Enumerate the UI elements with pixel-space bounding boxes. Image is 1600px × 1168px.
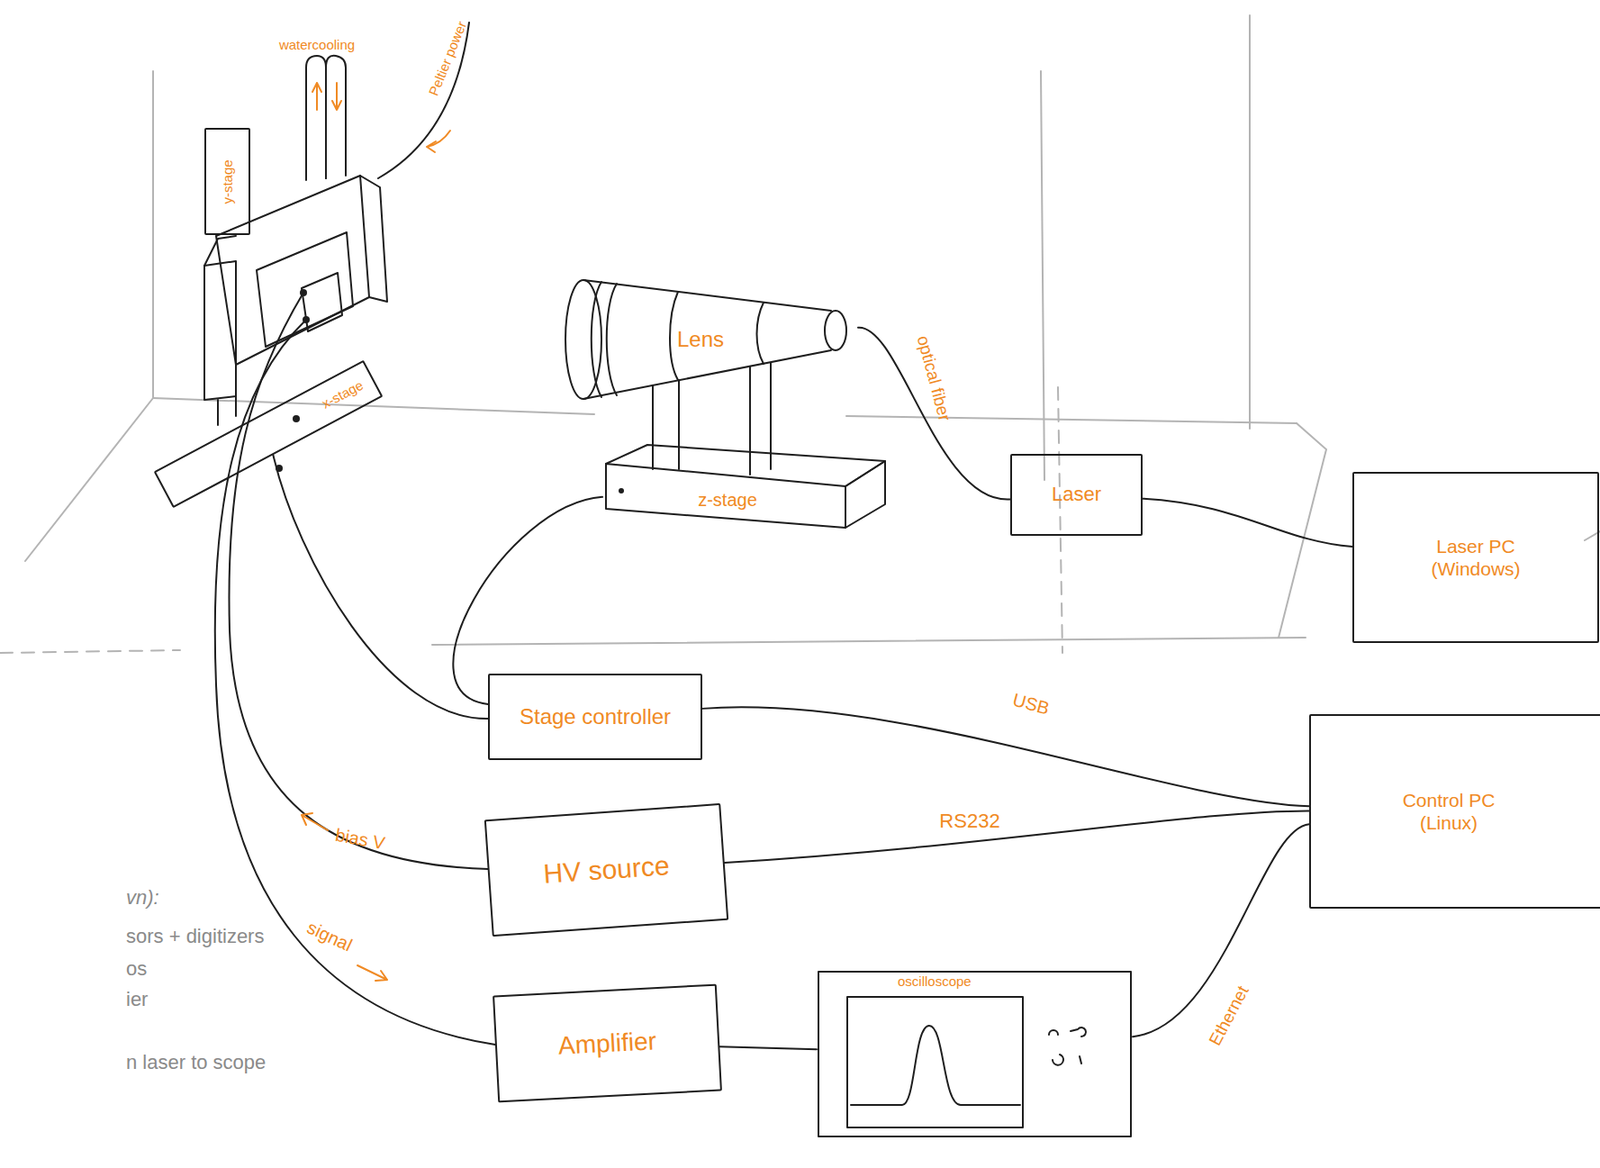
cable-connector bbox=[272, 454, 489, 719]
note-text: n laser to scope bbox=[126, 1050, 266, 1074]
node-label: Stage controller bbox=[519, 704, 671, 731]
lens-nose bbox=[824, 310, 847, 351]
equipment-box: Stage controller bbox=[488, 673, 703, 760]
cable-connector bbox=[858, 327, 1011, 500]
cable-label: optical fiber bbox=[912, 333, 955, 424]
wall-line bbox=[152, 71, 154, 398]
scope-knobs bbox=[1048, 1027, 1086, 1066]
signal-arrow bbox=[357, 965, 388, 981]
node-label: y-stage bbox=[219, 159, 236, 204]
node-label: Lens bbox=[677, 326, 724, 353]
node-label: Control PC (Linux) bbox=[1390, 788, 1508, 834]
oscilloscope-box: oscilloscope bbox=[816, 969, 1133, 1139]
equipment-box: HV source bbox=[484, 803, 729, 937]
room-lines bbox=[0, 15, 1600, 653]
cooling-plate-side bbox=[360, 175, 388, 302]
table-back-edge bbox=[153, 397, 595, 415]
cable-connector bbox=[719, 1046, 817, 1049]
bias-arrow bbox=[301, 813, 328, 831]
scope-case bbox=[818, 971, 1131, 1137]
lens-ring bbox=[591, 281, 617, 398]
sensor-frame bbox=[256, 232, 353, 347]
cable-connector bbox=[1132, 823, 1310, 1037]
scope-screen bbox=[847, 996, 1023, 1128]
stage-top bbox=[605, 444, 886, 487]
water-in-arrow bbox=[312, 82, 322, 110]
stage-block: z-stage bbox=[602, 441, 889, 532]
support-post bbox=[217, 396, 236, 425]
node-label: z-stage bbox=[697, 488, 758, 511]
wire-contacts bbox=[275, 289, 624, 494]
flow-arrows bbox=[301, 82, 451, 981]
table-front-edge bbox=[432, 637, 1306, 645]
contact-dot bbox=[292, 415, 300, 423]
lens-ring bbox=[669, 291, 764, 380]
equipment-box: Amplifier bbox=[492, 984, 723, 1103]
part-label: watercooling bbox=[279, 36, 355, 53]
cable-label: Ethernet bbox=[1204, 982, 1253, 1049]
bias-wire bbox=[228, 292, 489, 869]
cable-label: USB bbox=[1010, 689, 1052, 720]
node-label: Laser PC (Windows) bbox=[1417, 534, 1535, 580]
node-outline bbox=[602, 441, 889, 532]
cable-connector bbox=[724, 810, 1310, 863]
stage-box: y-stage bbox=[204, 127, 251, 236]
lens-stand bbox=[652, 362, 771, 475]
wall-line bbox=[25, 397, 154, 561]
node-label: oscilloscope bbox=[897, 973, 972, 990]
note-text: ier bbox=[126, 987, 148, 1011]
lens-cylinder: Lens bbox=[560, 275, 859, 404]
note-text: sors + digitizers bbox=[126, 924, 264, 948]
contact-dot bbox=[618, 488, 624, 494]
water-out-arrow bbox=[332, 82, 342, 110]
node-label: Laser bbox=[1051, 482, 1102, 507]
clamp-block-top bbox=[204, 235, 236, 266]
stage-bar: x-stage bbox=[153, 360, 384, 509]
signal-label: bias V bbox=[334, 824, 388, 854]
water-tube bbox=[306, 55, 326, 181]
cable-connector bbox=[1142, 498, 1353, 547]
cable-label: RS232 bbox=[939, 809, 1000, 832]
node-label: HV source bbox=[542, 849, 670, 891]
note-text: vn): bbox=[126, 885, 160, 909]
wall-line bbox=[1248, 15, 1251, 429]
stage-side bbox=[845, 461, 886, 528]
node-outline bbox=[816, 969, 1133, 1139]
equipment-box: Laser bbox=[1010, 453, 1143, 536]
lens-body bbox=[583, 280, 832, 399]
note-text: os bbox=[126, 957, 147, 980]
computer-box: Control PC (Linux) bbox=[1309, 714, 1600, 909]
cooling-plate bbox=[216, 175, 370, 365]
cable-connector bbox=[702, 706, 1310, 806]
wall-line bbox=[1278, 423, 1327, 638]
power-arrow bbox=[426, 130, 451, 153]
scope-pulse bbox=[850, 1025, 1021, 1105]
table-front-edge bbox=[0, 650, 181, 653]
contact-dot bbox=[302, 316, 310, 324]
sensor-assembly bbox=[204, 22, 771, 1045]
wall-line bbox=[1040, 71, 1045, 480]
node-label: Amplifier bbox=[557, 1025, 658, 1061]
stage-front bbox=[605, 463, 846, 528]
computer-box: Laser PC (Windows) bbox=[1352, 471, 1600, 643]
water-tube bbox=[325, 55, 346, 179]
sensor-chip bbox=[301, 272, 343, 332]
table-back-edge bbox=[846, 415, 1297, 424]
wall-line bbox=[1057, 387, 1063, 653]
clamp-block bbox=[204, 261, 236, 400]
signal-label: signal bbox=[303, 917, 355, 957]
contact-dot bbox=[299, 289, 308, 297]
contact-dot bbox=[275, 464, 283, 472]
node-label: x-stage bbox=[319, 377, 367, 413]
